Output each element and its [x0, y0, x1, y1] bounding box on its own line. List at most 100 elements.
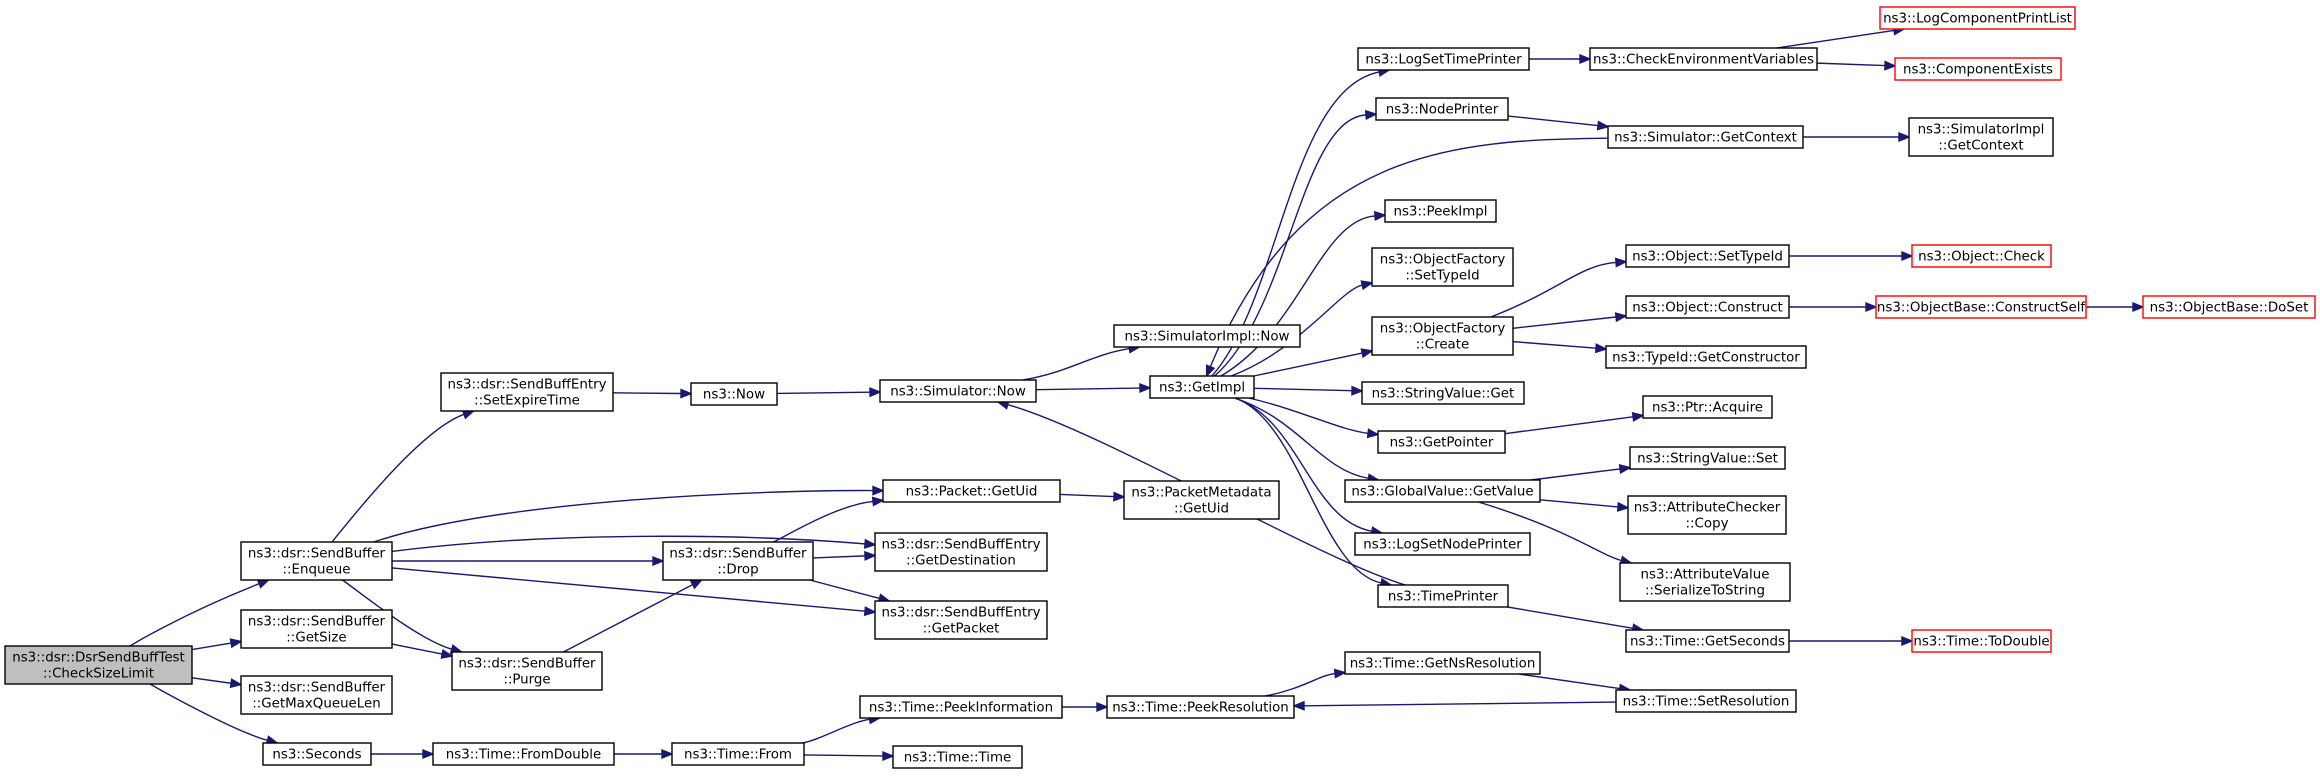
function-node-peekimpl[interactable]: ns3::PeekImpl — [1384, 199, 1497, 223]
function-node-compexists[interactable]: ns3::ComponentExists — [1894, 57, 2062, 81]
function-node-pmgetuid[interactable]: ns3::PacketMetadata::GetUid — [1123, 480, 1280, 520]
function-node-objbasedoset[interactable]: ns3::ObjectBase::DoSet — [2142, 295, 2316, 319]
function-node-fromdouble[interactable]: ns3::Time::FromDouble — [432, 742, 615, 766]
node-label-line: ns3::AttributeValue — [1641, 568, 1770, 583]
function-node-simimplctx[interactable]: ns3::SimulatorImpl::GetContext — [1908, 117, 2054, 157]
function-node-purge[interactable]: ns3::dsr::SendBuffer::Purge — [451, 651, 603, 691]
edge-line — [1776, 29, 1895, 49]
function-node-objsettypeid[interactable]: ns3::Object::SetTypeId — [1625, 244, 1790, 268]
node-box — [1371, 316, 1514, 356]
edge-line — [1220, 215, 1376, 377]
function-node-getnsres[interactable]: ns3::Time::GetNsResolution — [1344, 651, 1541, 675]
call-edge-drop-to-getdest — [812, 550, 877, 561]
node-box — [1354, 532, 1531, 556]
node-box — [874, 532, 1048, 572]
node-box — [2142, 295, 2316, 319]
function-node-seconds[interactable]: ns3::Seconds — [262, 742, 372, 766]
function-node-getmaxqueue[interactable]: ns3::dsr::SendBuffer::GetMaxQueueLen — [240, 675, 393, 715]
node-label-line: ns3::Time::GetSeconds — [1630, 635, 1785, 650]
arrow-head — [871, 496, 885, 507]
node-box — [1875, 295, 2087, 319]
arrow-head — [1865, 301, 1878, 313]
function-node-ptracquire[interactable]: ns3::Ptr::Acquire — [1642, 395, 1773, 419]
edge-line — [149, 683, 268, 742]
arrow-head — [1360, 348, 1374, 359]
edge-line — [563, 584, 694, 653]
node-label-line: ::GetContext — [1938, 139, 2023, 154]
call-edge-enqueue-to-getpacket — [391, 567, 877, 617]
function-node-getpointer[interactable]: ns3::GetPointer — [1377, 430, 1506, 454]
call-edge-setexpire-to-now — [612, 388, 693, 399]
function-node-now[interactable]: ns3::Now — [690, 382, 778, 406]
function-node-gvgetvalue[interactable]: ns3::GlobalValue::GetValue — [1344, 479, 1541, 503]
function-node-simgetctx[interactable]: ns3::Simulator::GetContext — [1607, 125, 1804, 149]
function-node-todouble[interactable]: ns3::Time::ToDouble — [1911, 629, 2052, 653]
function-node-logsetnode[interactable]: ns3::LogSetNodePrinter — [1354, 532, 1531, 556]
function-node-getimpl[interactable]: ns3::GetImpl — [1149, 375, 1255, 399]
node-label-line: ns3::CheckEnvironmentVariables — [1593, 53, 1814, 68]
function-node-ofsettypeid[interactable]: ns3::ObjectFactory::SetTypeId — [1371, 247, 1514, 287]
arrow-head — [2132, 301, 2145, 313]
function-node-drop[interactable]: ns3::dsr::SendBuffer::Drop — [662, 541, 814, 581]
function-node-attrcheckcopy[interactable]: ns3::AttributeChecker::Copy — [1627, 495, 1787, 535]
function-node-getdest[interactable]: ns3::dsr::SendBuffEntry::GetDestination — [874, 532, 1048, 572]
node-label-line: ns3::NodePrinter — [1386, 103, 1499, 118]
function-node-checkenv[interactable]: ns3::CheckEnvironmentVariables — [1589, 47, 1818, 71]
call-edge-getsize-to-purge — [391, 643, 454, 659]
function-node-ofcreate[interactable]: ns3::ObjectFactory::Create — [1371, 316, 1514, 356]
edge-line — [1253, 352, 1363, 377]
call-edge-root-to-getmaxqueue — [191, 677, 243, 689]
arrow-head — [1594, 343, 1608, 354]
function-node-peekres[interactable]: ns3::Time::PeekResolution — [1106, 695, 1295, 719]
function-node-logsettime[interactable]: ns3::LogSetTimePrinter — [1357, 47, 1530, 71]
node-box — [892, 745, 1023, 769]
function-node-nodeprinter[interactable]: ns3::NodePrinter — [1375, 97, 1509, 121]
function-node-simnow[interactable]: ns3::Simulator::Now — [879, 379, 1037, 403]
function-node-getsize[interactable]: ns3::dsr::SendBuffer::GetSize — [240, 609, 393, 649]
function-node-setres[interactable]: ns3::Time::SetResolution — [1615, 689, 1797, 713]
node-label-line: ns3::Time::Time — [904, 751, 1012, 766]
node-label-line: ns3::Object::Check — [1918, 250, 2045, 265]
function-node-getseconds[interactable]: ns3::Time::GetSeconds — [1625, 629, 1790, 653]
function-node-getuid[interactable]: ns3::Packet::GetUid — [882, 479, 1061, 503]
call-edge-getimpl-to-peekimpl — [1220, 210, 1387, 377]
call-edge-getimpl-to-ofsettypeid — [1230, 280, 1374, 377]
function-node-timeprinter[interactable]: ns3::TimePrinter — [1377, 584, 1509, 608]
function-node-objbasector[interactable]: ns3::ObjectBase::ConstructSelf — [1875, 295, 2087, 319]
edge-line — [1504, 416, 1634, 435]
function-node-objconstruct[interactable]: ns3::Object::Construct — [1625, 295, 1790, 319]
call-edge-objconstruct-to-objbasector — [1789, 301, 1878, 313]
call-edge-ofcreate-to-objconstruct — [1512, 312, 1628, 329]
function-node-enqueue[interactable]: ns3::dsr::SendBuffer::Enqueue — [240, 541, 393, 581]
node-label-line: ::Copy — [1686, 517, 1729, 532]
node-label-line: ::GetPacket — [923, 622, 1000, 637]
function-node-getpacket[interactable]: ns3::dsr::SendBuffEntry::GetPacket — [874, 600, 1048, 640]
function-node-typeidgetctor[interactable]: ns3::TypeId::GetConstructor — [1605, 345, 1807, 369]
edge-layer — [129, 25, 2145, 762]
node-label-line: ns3::GetPointer — [1390, 436, 1494, 451]
call-edge-logsettime-to-checkenv — [1529, 53, 1592, 65]
call-edge-getimpl-to-getpointer — [1248, 397, 1380, 439]
function-node-timetime[interactable]: ns3::Time::Time — [892, 745, 1023, 769]
node-box — [859, 695, 1063, 719]
arrow-head — [661, 748, 674, 760]
node-label-line: ns3::AttributeChecker — [1634, 501, 1781, 516]
arrow-head — [1333, 668, 1347, 679]
function-node-setexpire[interactable]: ns3::dsr::SendBuffEntry::SetExpireTime — [440, 372, 614, 412]
function-node-timefrom[interactable]: ns3::Time::From — [671, 742, 805, 766]
function-node-objcheck[interactable]: ns3::Object::Check — [1911, 244, 2052, 268]
arrow-head — [1096, 701, 1109, 713]
function-node-logcomplist[interactable]: ns3::LogComponentPrintList — [1879, 6, 2076, 30]
node-box — [1371, 247, 1514, 287]
node-label-line: ::GetMaxQueueLen — [252, 697, 381, 712]
call-edge-nodeprinter-to-simgetctx — [1507, 115, 1610, 131]
node-box — [1589, 47, 1818, 71]
function-node-strvalget[interactable]: ns3::StringValue::Get — [1361, 381, 1525, 405]
function-node-simimplnow[interactable]: ns3::SimulatorImpl::Now — [1113, 324, 1301, 348]
call-edge-seconds-to-fromdouble — [371, 748, 435, 760]
function-node-attrvalser[interactable]: ns3::AttributeValue::SerializeToString — [1619, 562, 1791, 602]
arrow-head — [1113, 491, 1126, 502]
function-node-strvalset[interactable]: ns3::StringValue::Set — [1629, 446, 1786, 470]
function-node-peekinfo[interactable]: ns3::Time::PeekInformation — [859, 695, 1063, 719]
